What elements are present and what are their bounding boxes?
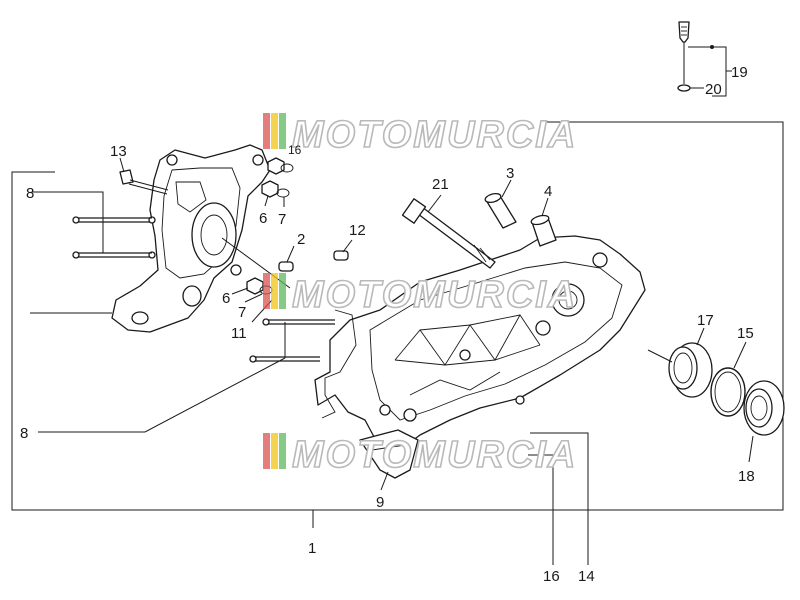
- callout-6-upper: 6: [259, 210, 267, 227]
- callout-8-lower: 8: [20, 425, 28, 442]
- callout-16: 16: [543, 568, 560, 585]
- callout-19: 19: [731, 64, 748, 81]
- plate-part-9: [359, 429, 419, 479]
- callout-9: 9: [376, 494, 384, 511]
- stud-bolts-lower: [249, 309, 357, 419]
- bearing-part-17: [668, 342, 713, 398]
- callout-4: 4: [544, 183, 552, 200]
- callout-6-lower: 6: [222, 290, 230, 307]
- left-crankcase-half: [111, 144, 291, 333]
- nut-washer-set: [246, 157, 294, 295]
- watermark-text-top: MOTOMURCIA: [292, 114, 577, 156]
- callout-21: 21: [432, 176, 449, 193]
- callout-7-lower: 7: [238, 304, 246, 321]
- callout-20: 20: [705, 81, 722, 98]
- watermark-text-middle: MOTOMURCIA: [292, 274, 577, 316]
- callout-7-upper: 7: [278, 211, 286, 228]
- bushing-part-3: [484, 192, 517, 229]
- callout-labels: 1 2 3 4 6 6 7 7 8 8 9 11 12 13 14 15 16 …: [20, 64, 755, 585]
- leader-lines: [30, 157, 754, 565]
- watermark-text-bottom: MOTOMURCIA: [292, 434, 577, 476]
- callout-2: 2: [297, 231, 305, 248]
- watermark-top: MOTOMURCIA: [263, 113, 577, 157]
- bolt-part-13: [119, 169, 169, 195]
- circlip-part-15: [710, 367, 746, 417]
- callout-8-upper: 8: [26, 185, 34, 202]
- callout-3: 3: [506, 165, 514, 182]
- dipstick-part: [677, 21, 714, 92]
- bushing-part-4: [530, 214, 557, 247]
- callout-13: 13: [110, 143, 127, 160]
- dowel-part-12: [333, 250, 349, 261]
- oil-seal-part-18: [743, 380, 785, 436]
- watermark-middle: MOTOMURCIA: [263, 273, 577, 317]
- stud-bolts-left: [72, 216, 156, 259]
- assembly-frame: [11, 46, 784, 528]
- callout-16-partial: 16: [288, 143, 302, 157]
- callout-17: 17: [697, 312, 714, 329]
- callout-1: 1: [308, 540, 316, 557]
- callout-18: 18: [738, 468, 755, 485]
- callout-14: 14: [578, 568, 595, 585]
- watermark-bottom: MOTOMURCIA: [263, 433, 577, 477]
- callout-12: 12: [349, 222, 366, 239]
- right-crankcase-half: [314, 235, 646, 451]
- dowel-part-2: [278, 261, 294, 272]
- callout-15: 15: [737, 325, 754, 342]
- shaft-part: [401, 198, 496, 269]
- callout-11: 11: [231, 325, 247, 342]
